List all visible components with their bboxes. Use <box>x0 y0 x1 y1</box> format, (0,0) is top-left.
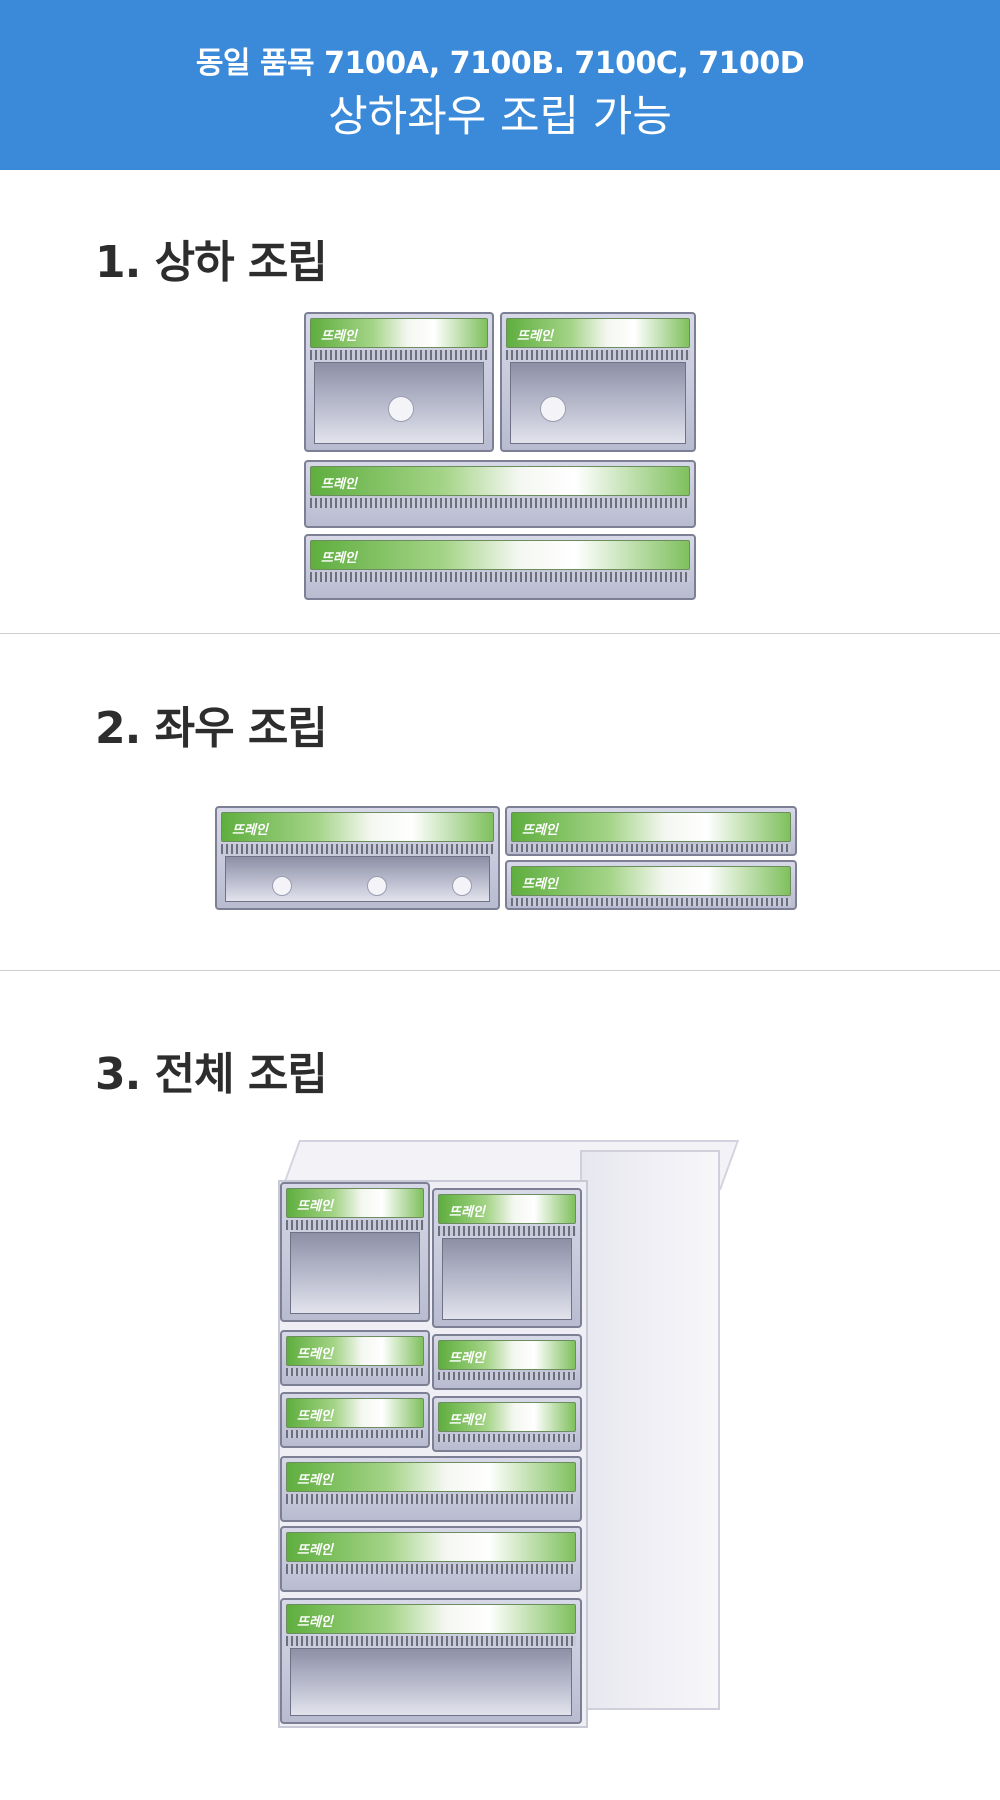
drawer-module: 뜨레인 <box>500 312 696 452</box>
product-image-horizontal-assembly: 뜨레인 뜨레인 뜨레인 <box>215 806 800 912</box>
drawer-module-slim: 뜨레인 <box>280 1392 430 1448</box>
section-title-horizontal: 2. 좌우 조립 <box>95 703 328 754</box>
drawer-module-slim: 뜨레인 <box>505 806 797 856</box>
drawer-module: 뜨레인 <box>280 1182 430 1322</box>
section-divider <box>0 970 1000 971</box>
drawer-module-slim: 뜨레인 <box>432 1396 582 1452</box>
drawer-module: 뜨레인 <box>432 1188 582 1328</box>
cabinet-side <box>580 1150 720 1710</box>
drawer-module: 뜨레인 <box>304 312 494 452</box>
banner-model-list: 동일 품목 7100A, 7100B. 7100C, 7100D <box>195 46 805 81</box>
drawer-module-wide: 뜨레인 <box>304 460 696 528</box>
drawer-module-slim: 뜨레인 <box>280 1330 430 1386</box>
product-image-vertical-assembly: 뜨레인 뜨레인 뜨레인 뜨레인 <box>300 312 700 602</box>
product-image-full-assembly: 뜨레인 뜨레인 뜨레인 뜨레인 뜨레인 뜨레인 뜨레인 뜨레인 뜨레인 <box>270 1130 740 1735</box>
section-divider <box>0 633 1000 634</box>
drawer-module-wide: 뜨레인 <box>280 1456 582 1522</box>
header-banner: 동일 품목 7100A, 7100B. 7100C, 7100D 상하좌우 조립… <box>0 0 1000 170</box>
drawer-module-slim: 뜨레인 <box>432 1334 582 1390</box>
drawer-module-slim: 뜨레인 <box>505 860 797 910</box>
section-title-vertical: 1. 상하 조립 <box>95 237 328 288</box>
section-title-full: 3. 전체 조립 <box>95 1049 328 1100</box>
drawer-module-large: 뜨레인 <box>280 1598 582 1724</box>
drawer-module-wide: 뜨레인 <box>280 1526 582 1592</box>
drawer-module: 뜨레인 <box>215 806 500 910</box>
banner-headline: 상하좌우 조립 가능 <box>328 92 672 142</box>
drawer-module-wide: 뜨레인 <box>304 534 696 600</box>
